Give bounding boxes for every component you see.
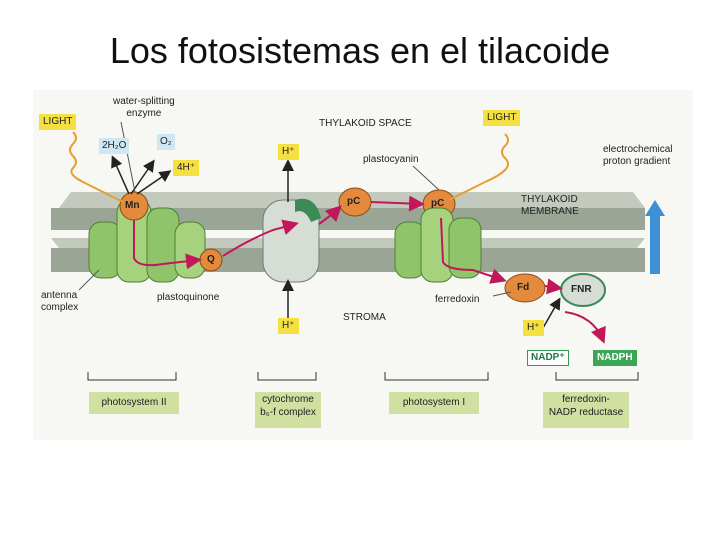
proton-gradient-arrow [645, 200, 665, 274]
h-plus-top-label: H⁺ [278, 144, 299, 160]
water-label: 2H₂O [99, 138, 130, 154]
thylakoid-membrane-label: THYLAKOID MEMBRANE [521, 194, 579, 217]
fnr-label: FNR [571, 284, 592, 295]
nadph-label: NADPH [593, 350, 637, 366]
electrochemical-gradient-label: electrochemical proton gradient [603, 144, 673, 167]
antenna-complex-label: antenna complex [41, 290, 79, 313]
nadp-plus-label: NADP⁺ [527, 350, 569, 366]
mn-label: Mn [125, 200, 140, 211]
pc-right-label: pC [431, 198, 445, 209]
caption-fnr: ferredoxin- NADP reductase [543, 392, 629, 428]
electron-path [133, 220, 202, 270]
oxygen-label: O₂ [157, 134, 175, 150]
plastocyanin-label: plastocyanin [363, 154, 419, 165]
diagram-graphics [51, 121, 665, 381]
light-arrow-right [448, 133, 509, 201]
light-arrow-left [69, 131, 124, 203]
caption-photosystem-ii: photosystem II [89, 392, 179, 414]
cytochrome-shape [262, 198, 321, 283]
stroma-label: STROMA [343, 312, 386, 323]
plastoquinone-label: plastoquinone [157, 292, 220, 303]
fd-label: Fd [517, 282, 530, 293]
caption-photosystem-i: photosystem I [389, 392, 479, 414]
caption-cytochrome: cytochrome b₆-f complex [255, 392, 321, 428]
thylakoid-diagram: LIGHT LIGHT water-splitting enzyme 2H₂O … [33, 90, 693, 440]
caption-brackets [87, 372, 639, 381]
light-label-left: LIGHT [39, 114, 77, 130]
q-label: Q [207, 254, 215, 265]
slide-title: Los fotosistemas en el tilacoide [109, 30, 611, 71]
thylakoid-space-label: THYLAKOID SPACE [319, 118, 412, 129]
pc-left-label: pC [347, 196, 361, 207]
ferredoxin-label: ferredoxin [435, 294, 480, 305]
h-plus-bottom-label: H⁺ [278, 318, 299, 334]
ferredoxin-fd [504, 273, 546, 303]
water-splitting-enzyme-label: water-splitting enzyme [113, 96, 175, 119]
protons-4h-label: 4H⁺ [173, 160, 200, 176]
h-plus-right-label: H⁺ [523, 320, 544, 336]
light-label-right: LIGHT [483, 110, 521, 126]
